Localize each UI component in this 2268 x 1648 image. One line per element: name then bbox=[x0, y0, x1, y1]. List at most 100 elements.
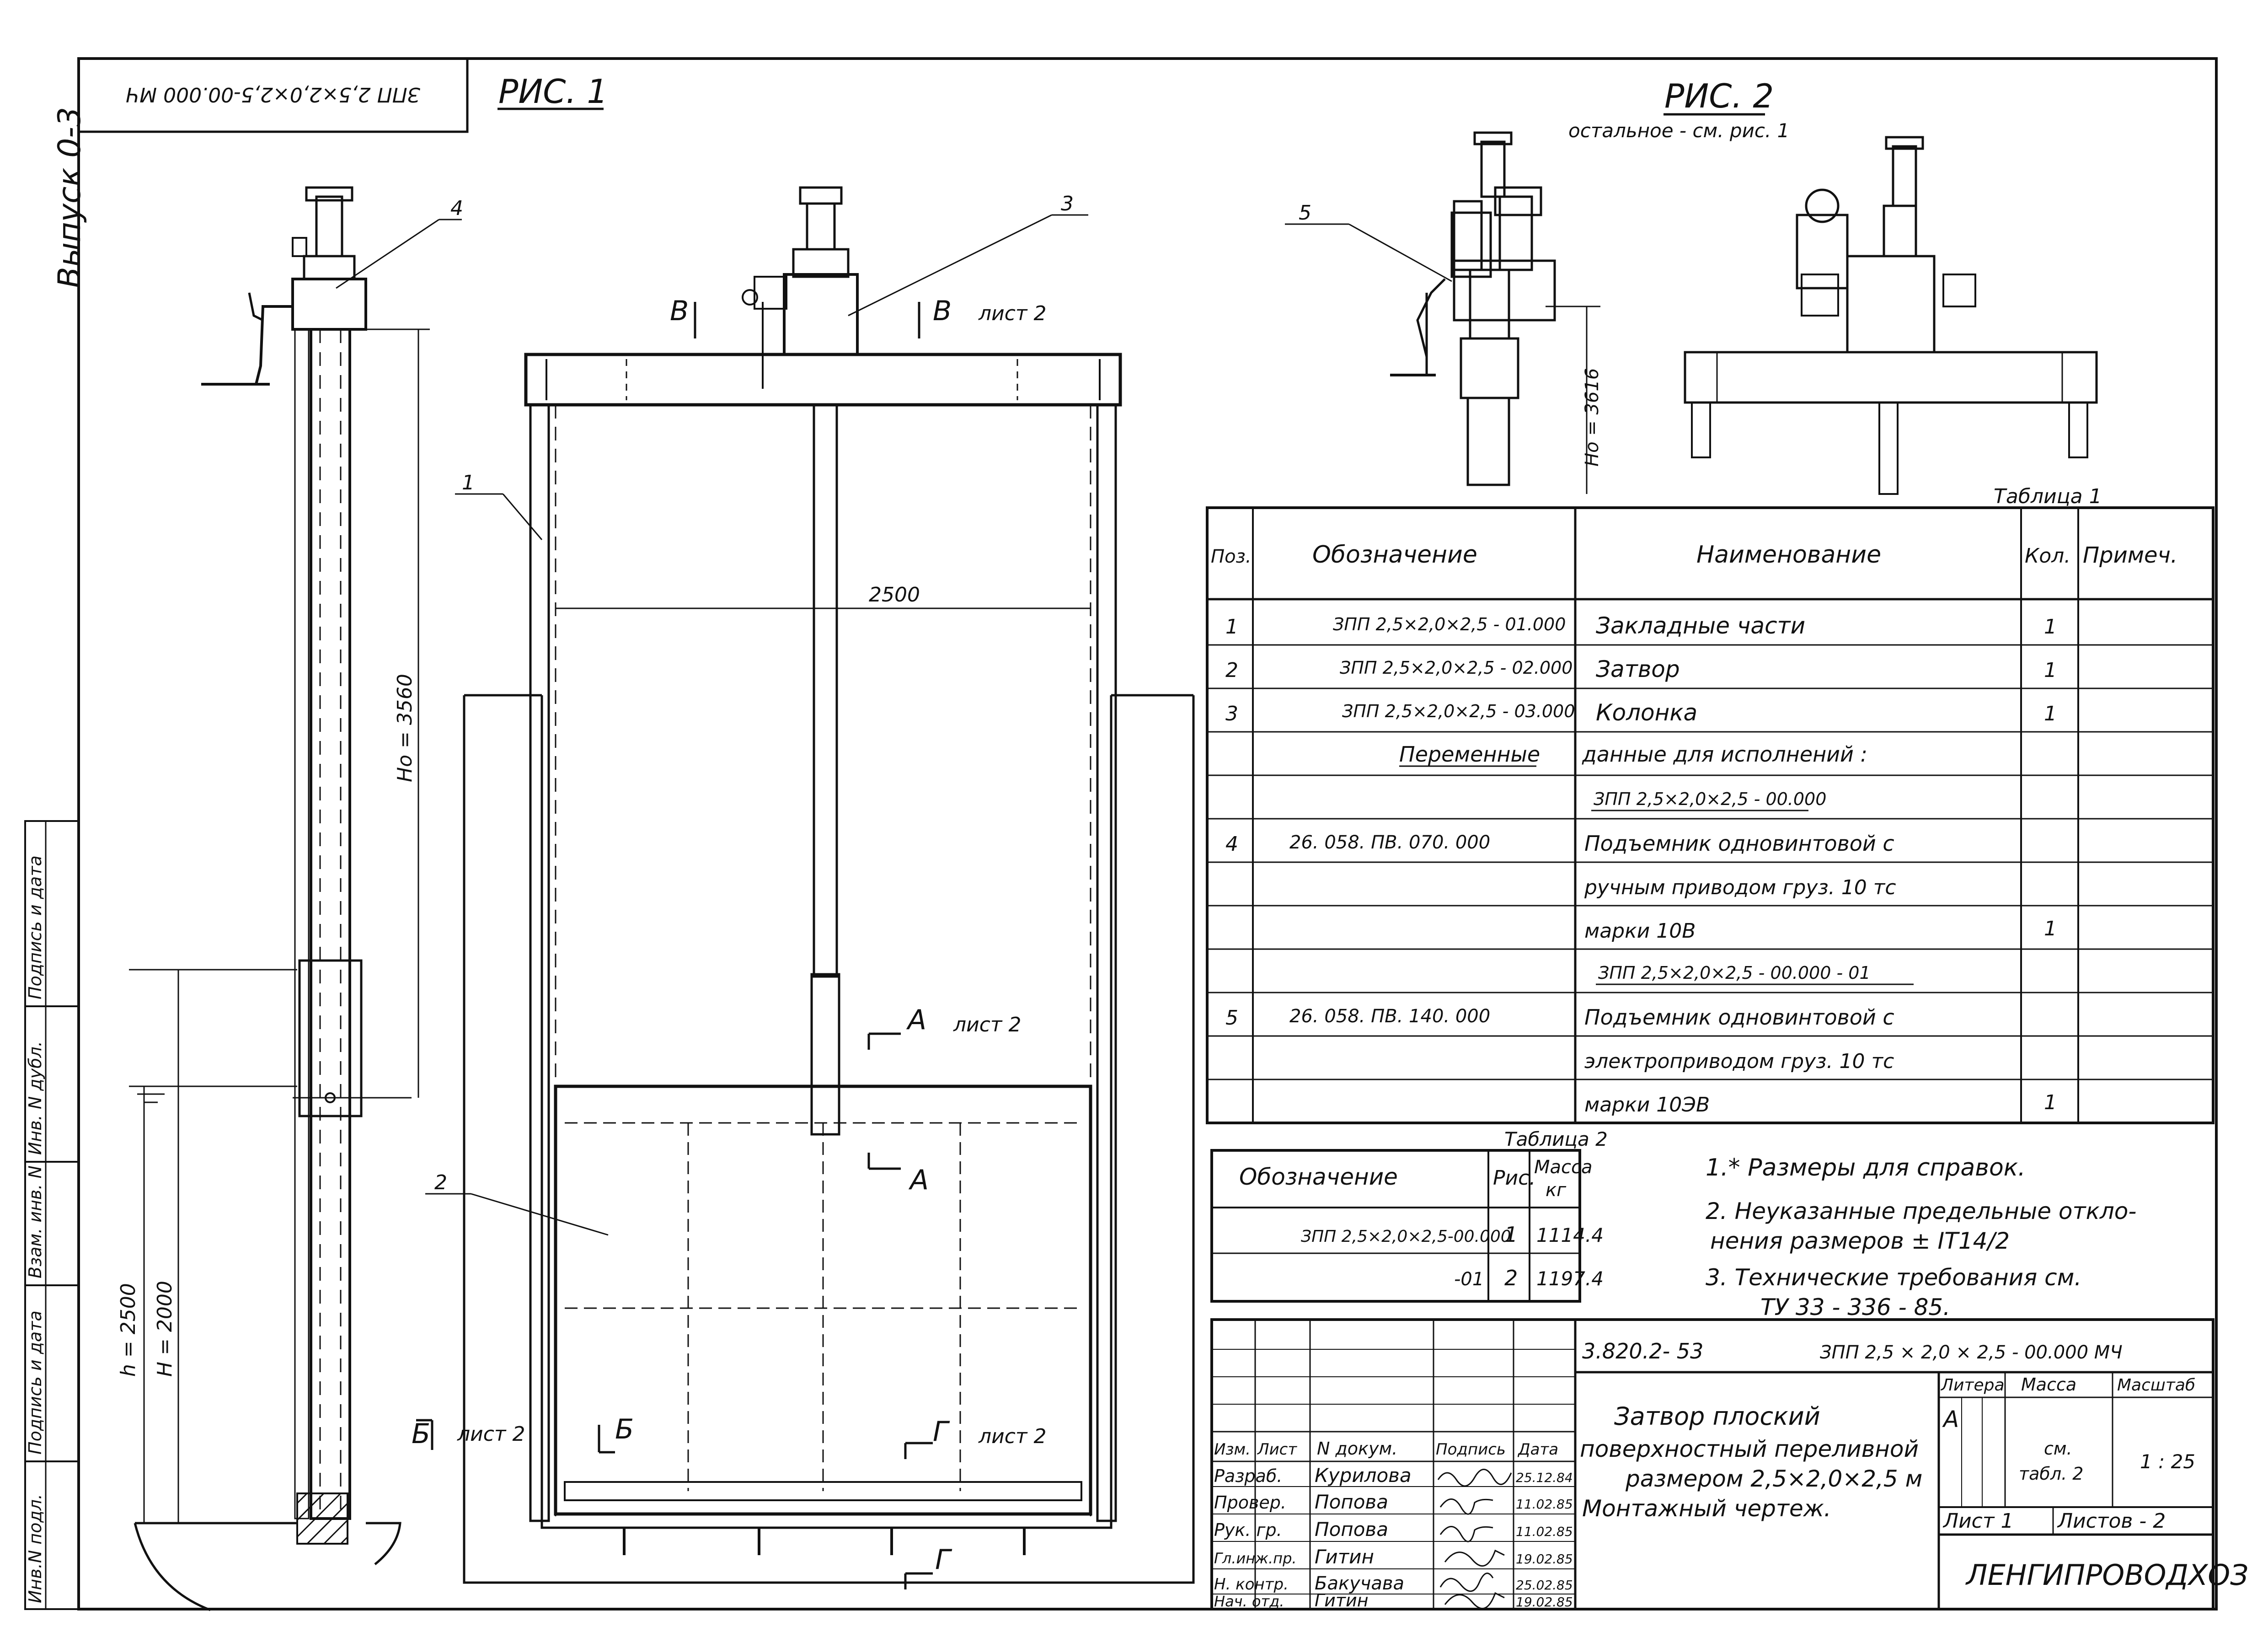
side-foundation-block bbox=[296, 1492, 348, 1545]
t1-r3-name: данные для исполнений : bbox=[1582, 742, 1867, 767]
tb-litera-label: Литера bbox=[1940, 1376, 2005, 1395]
note-1: 1.* Размеры для справок. bbox=[1706, 1154, 2026, 1181]
t1-h-code: Обозначение bbox=[1312, 541, 1477, 569]
tb-date-4: 25.02.85 bbox=[1516, 1578, 1573, 1593]
t1-r2-name: Колонка bbox=[1596, 699, 1697, 726]
sheet-ref-a: лист 2 bbox=[953, 1013, 1022, 1036]
t1-r0-qty: 1 bbox=[2044, 615, 2057, 639]
tb-role-1: Провер. bbox=[1214, 1492, 1286, 1513]
tb-date-0: 25.12.84 bbox=[1516, 1470, 1573, 1485]
sheet-ref-v: лист 2 bbox=[978, 302, 1047, 325]
tb-title-1: поверхностный переливной bbox=[1580, 1436, 1919, 1462]
note-2b: нения размеров ± IT14/2 bbox=[1710, 1228, 2010, 1254]
t2-h-fig: Рис. bbox=[1493, 1166, 1535, 1190]
t2-r0-fig: 1 bbox=[1504, 1222, 1518, 1247]
fig2-views: Hо = 3616 5 bbox=[1285, 131, 2098, 495]
section-mark-b-left: Б bbox=[412, 1418, 430, 1450]
front-view: 2500 1 2 3 В В лист 2 А лист 2 А Б Г лис… bbox=[425, 186, 1195, 1589]
callout-1: 1 bbox=[462, 471, 475, 494]
tb-litera-value: А bbox=[1942, 1406, 1959, 1433]
note-2a: 2. Неуказанные предельные откло- bbox=[1706, 1198, 2136, 1224]
stamp-box bbox=[77, 57, 469, 133]
dim-ho-3616: Hо = 3616 bbox=[1582, 368, 1603, 467]
t2-h-mass: Масса bbox=[1534, 1157, 1593, 1178]
table2-caption: Таблица 2 bbox=[1504, 1128, 1608, 1150]
t1-r9-pos: 5 bbox=[1225, 1006, 1238, 1030]
t1-r2-qty: 1 bbox=[2044, 702, 2057, 725]
fig2-note: остальное - см. рис. 1 bbox=[1568, 119, 1789, 142]
t1-r2-pos: 3 bbox=[1225, 702, 1238, 725]
note-3a: 3. Технические требования см. bbox=[1706, 1264, 2081, 1291]
t2-r1-code: -01 bbox=[1454, 1269, 1484, 1290]
sheet-ref-g: лист 2 bbox=[978, 1425, 1047, 1448]
t1-r0-code: ЗПП 2,5×2,0×2,5 - 01.000 bbox=[1333, 614, 1566, 634]
t1-r2-code: ЗПП 2,5×2,0×2,5 - 03.000 bbox=[1342, 701, 1575, 721]
gate-leaf bbox=[554, 1084, 1092, 1516]
t2-r0-mass: 1114.4 bbox=[1536, 1224, 1604, 1246]
sheet-ref-b: лист 2 bbox=[457, 1423, 525, 1446]
t1-r9-name: Подъемник одновинтовой с bbox=[1584, 1005, 1894, 1030]
tb-doc-series: 3.820.2- 53 bbox=[1582, 1339, 1703, 1363]
callout-2: 2 bbox=[434, 1171, 447, 1194]
tb-role-0: Разраб. bbox=[1214, 1466, 1282, 1486]
issue-label: Выпуск 0-3 bbox=[52, 107, 88, 288]
top-beam bbox=[524, 353, 1122, 407]
tb-date-2: 11.02.85 bbox=[1516, 1524, 1573, 1539]
strip-sign-date-1: Подпись и дата bbox=[25, 1310, 45, 1455]
signatures bbox=[1437, 1469, 1512, 1610]
tb-hdr-sign: Подпись bbox=[1436, 1440, 1506, 1459]
tb-title-2: размером 2,5×2,0×2,5 м bbox=[1625, 1465, 1922, 1492]
stamp-mirrored-code: ЗПП 2,5×2,0×2,5-00.000 МЧ bbox=[126, 83, 420, 106]
tb-mass-value-2: табл. 2 bbox=[2019, 1464, 2083, 1484]
t1-r3-code: Переменные bbox=[1399, 742, 1540, 767]
section-mark-v-left: В bbox=[670, 295, 689, 327]
notes: 1.* Размеры для справок. 2. Неуказанные … bbox=[1706, 1154, 2136, 1321]
tb-name-2: Попова bbox=[1315, 1518, 1388, 1541]
t1-r8-name: ЗПП 2,5×2,0×2,5 - 00.000 - 01 bbox=[1598, 963, 1871, 983]
fig1-title: РИС. 1 bbox=[498, 72, 608, 111]
tb-scale-value: 1 : 25 bbox=[2140, 1450, 2195, 1473]
left-strip: Инв.N подл. Подпись и дата Взам. инв. N … bbox=[24, 820, 80, 1610]
t1-r5-pos: 4 bbox=[1225, 832, 1238, 856]
t2-r1-fig: 2 bbox=[1504, 1266, 1518, 1290]
section-mark-b-right: Б bbox=[615, 1413, 634, 1445]
strip-sign-date-2: Подпись и дата bbox=[25, 855, 45, 999]
tb-hdr-doc: N докум. bbox=[1317, 1439, 1397, 1459]
dim-width-2500: 2500 bbox=[869, 583, 920, 607]
tb-sheets-label: Листов - 2 bbox=[2057, 1509, 2166, 1533]
tb-hdr-list: Лист bbox=[1257, 1440, 1297, 1459]
tb-name-0: Курилова bbox=[1315, 1464, 1412, 1487]
tb-role-4: Н. контр. bbox=[1214, 1575, 1289, 1594]
t1-h-note: Примеч. bbox=[2083, 542, 2177, 568]
strip-vzam-inv: Взам. инв. N bbox=[25, 1165, 45, 1278]
t2-r1-mass: 1197.4 bbox=[1536, 1267, 1604, 1290]
t1-r9-code: 26. 058. ПВ. 140. 000 bbox=[1289, 1006, 1490, 1027]
t1-r10-name: электроприводом груз. 10 тс bbox=[1584, 1050, 1894, 1073]
table-2: Таблица 2 Обозначение Рис. Масса кг ЗПП … bbox=[1210, 1128, 1608, 1303]
note-3b: ТУ 33 - 336 - 85. bbox=[1760, 1294, 1950, 1321]
t1-r1-name: Затвор bbox=[1596, 656, 1680, 682]
side-section-view: h = 2500 H = 2000 Hо = 3560 4 Б лист 2 bbox=[117, 186, 525, 1611]
t2-h-code: Обозначение bbox=[1239, 1164, 1398, 1190]
table-1: Таблица 1 Поз. Обозначение Наименование … bbox=[1206, 485, 2215, 1124]
tb-scale-label: Масштаб bbox=[2117, 1376, 2195, 1395]
tb-name-4: Бакучава bbox=[1315, 1573, 1404, 1594]
t1-r6-name: ручным приводом груз. 10 тс bbox=[1584, 876, 1896, 899]
t1-r11-qty: 1 bbox=[2044, 1091, 2057, 1114]
section-mark-a-bottom: А bbox=[908, 1164, 929, 1196]
tb-title-3: Монтажный чертеж. bbox=[1582, 1495, 1831, 1522]
t1-r5-name: Подъемник одновинтовой с bbox=[1584, 831, 1894, 856]
t1-r0-pos: 1 bbox=[1225, 615, 1238, 639]
t1-h-pos: Поз. bbox=[1211, 546, 1252, 567]
t2-h-kg: кг bbox=[1546, 1180, 1567, 1201]
t1-r1-pos: 2 bbox=[1225, 659, 1238, 682]
t2-r0-code: ЗПП 2,5×2,0×2,5-00.000 bbox=[1301, 1227, 1511, 1246]
tb-name-1: Попова bbox=[1315, 1491, 1388, 1513]
section-mark-g-top: Г bbox=[933, 1416, 950, 1448]
callout-5: 5 bbox=[1299, 201, 1311, 225]
strip-inv-dubl: Инв. N дубл. bbox=[25, 1041, 45, 1155]
callout-3: 3 bbox=[1061, 192, 1074, 215]
tb-name-5: Гитин bbox=[1315, 1590, 1369, 1610]
t1-r11-name: марки 10ЭВ bbox=[1584, 1093, 1710, 1117]
front-hoist bbox=[783, 273, 859, 356]
